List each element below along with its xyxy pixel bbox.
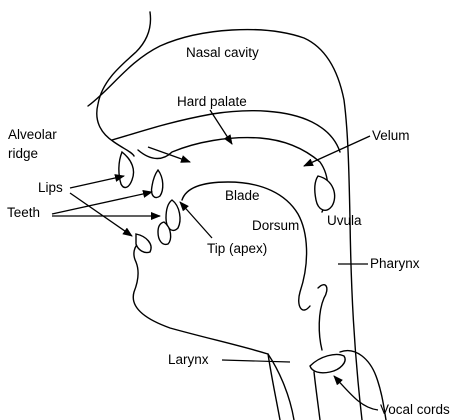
upper-lip [119, 152, 134, 187]
lower-face-outline [133, 242, 294, 420]
label-dorsum: Dorsum [252, 218, 299, 233]
leader-alveolar-ridge [148, 147, 190, 162]
forehead-nose-outline [97, 12, 151, 156]
label-teeth: Teeth [7, 205, 40, 220]
trachea-inner [314, 372, 320, 420]
upper-tooth [152, 170, 163, 198]
label-blade: Blade [225, 188, 260, 203]
label-alveolar-ridge-2: ridge [8, 146, 38, 161]
label-pharynx: Pharynx [370, 256, 420, 271]
leader-velum [304, 136, 370, 166]
label-nasal-cavity: Nasal cavity [186, 45, 259, 60]
tongue-root-outline [318, 285, 327, 350]
label-uvula: Uvula [327, 213, 362, 228]
label-vocal-cords: Vocal cords [380, 402, 450, 417]
uvula-shape [315, 176, 335, 210]
leader-tip-apex [180, 202, 212, 238]
leader-larynx [222, 360, 290, 362]
label-tip-apex: Tip (apex) [207, 241, 267, 256]
label-lips: Lips [38, 180, 63, 195]
lower-lip [136, 234, 151, 253]
vocal-cords-shape [310, 354, 345, 372]
leader-lips-lower [70, 193, 132, 236]
label-alveolar-ridge-1: Alveolar [8, 127, 57, 142]
leader-vocal-cords [334, 376, 378, 410]
leader-teeth-upper [52, 192, 152, 214]
hard-palate-outline [112, 111, 340, 152]
leader-lips-upper [70, 176, 124, 188]
label-velum: Velum [372, 128, 410, 143]
label-larynx: Larynx [168, 352, 209, 367]
label-hard-palate: Hard palate [177, 94, 247, 109]
